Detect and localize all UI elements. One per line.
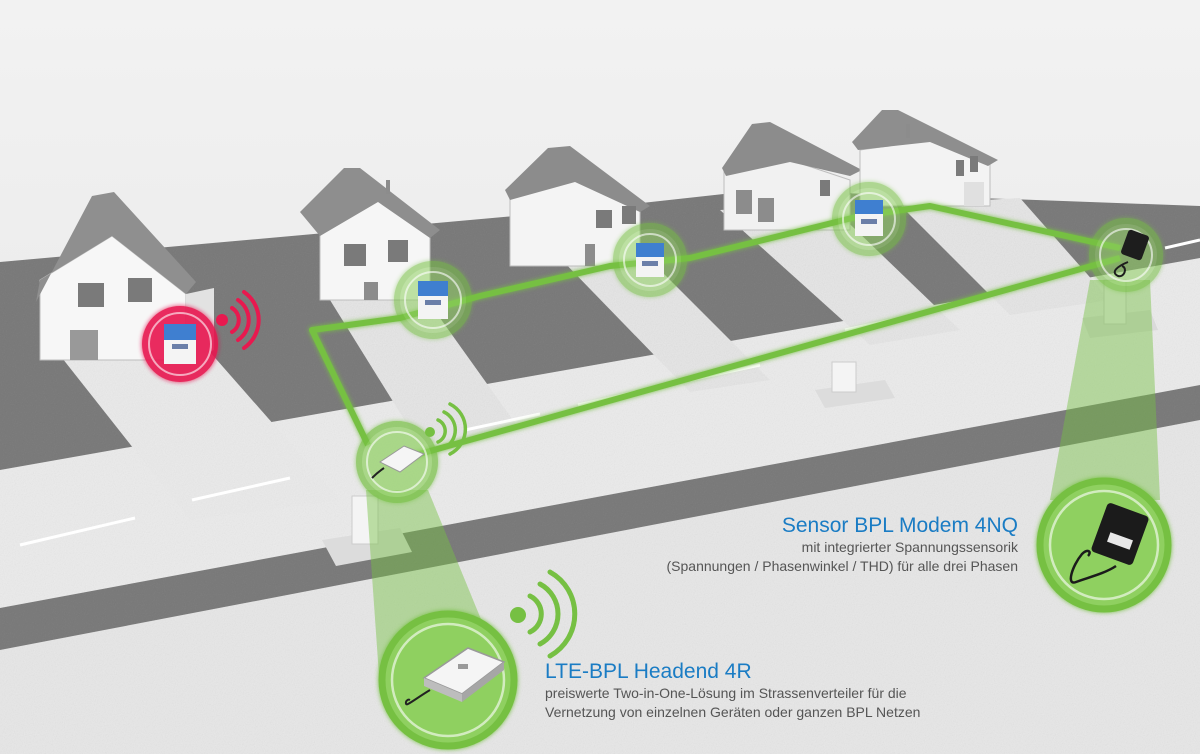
streets xyxy=(0,198,1200,754)
callout-lte-bpl-headend: LTE-BPL Headend 4R preiswerte Two-in-One… xyxy=(545,660,920,722)
sensor-modem-device-icon xyxy=(1069,503,1149,584)
houses xyxy=(36,110,998,361)
node-meter-1[interactable] xyxy=(142,306,218,382)
node-headend[interactable] xyxy=(356,421,438,503)
sensor-modem-description-line-2: (Spannungen / Phasenwinkel / THD) für al… xyxy=(666,558,1019,574)
node-sensor-modem[interactable] xyxy=(1089,218,1163,292)
sensor-modem-icon xyxy=(1113,229,1149,278)
headend-title: LTE-BPL Headend 4R xyxy=(545,660,752,683)
house-4 xyxy=(722,122,862,231)
smart-meter-icon xyxy=(418,281,448,319)
house-5 xyxy=(852,110,998,207)
headend-description-line-2: Vernetzung von einzelnen Geräten oder ga… xyxy=(545,704,921,720)
detail-circle-sensor[interactable] xyxy=(1036,477,1172,613)
street-cabinet-right xyxy=(815,361,895,408)
sensor-modem-title: Sensor BPL Modem 4NQ xyxy=(781,514,1018,537)
headend-device-icon xyxy=(404,647,506,706)
house-2 xyxy=(300,168,440,301)
smart-meter-icon xyxy=(164,324,196,364)
street-cabinet-left xyxy=(322,495,412,566)
headend-description-line-1: preiswerte Two-in-One-Lösung im Strassen… xyxy=(545,685,907,701)
connection-line-lower xyxy=(397,255,1121,463)
callout-sensor-bpl-modem: Sensor BPL Modem 4NQ mit integrierter Sp… xyxy=(667,514,1019,576)
house-3 xyxy=(505,146,650,267)
smart-meter-icon xyxy=(636,243,664,277)
node-meter-2[interactable] xyxy=(394,261,472,339)
node-meter-3[interactable] xyxy=(613,223,687,297)
sensor-modem-description-line-1: mit integrierter Spannungssensorik xyxy=(801,539,1018,555)
headend-icon xyxy=(371,445,426,479)
wifi-icon-headend-large xyxy=(510,569,578,659)
smart-meter-icon xyxy=(855,200,883,236)
wifi-icon-headend-small xyxy=(425,402,468,456)
detail-circle-headend[interactable] xyxy=(378,610,518,750)
node-meter-4[interactable] xyxy=(832,182,906,256)
wifi-icon-red xyxy=(216,290,261,350)
beam-sensor xyxy=(1050,280,1160,500)
